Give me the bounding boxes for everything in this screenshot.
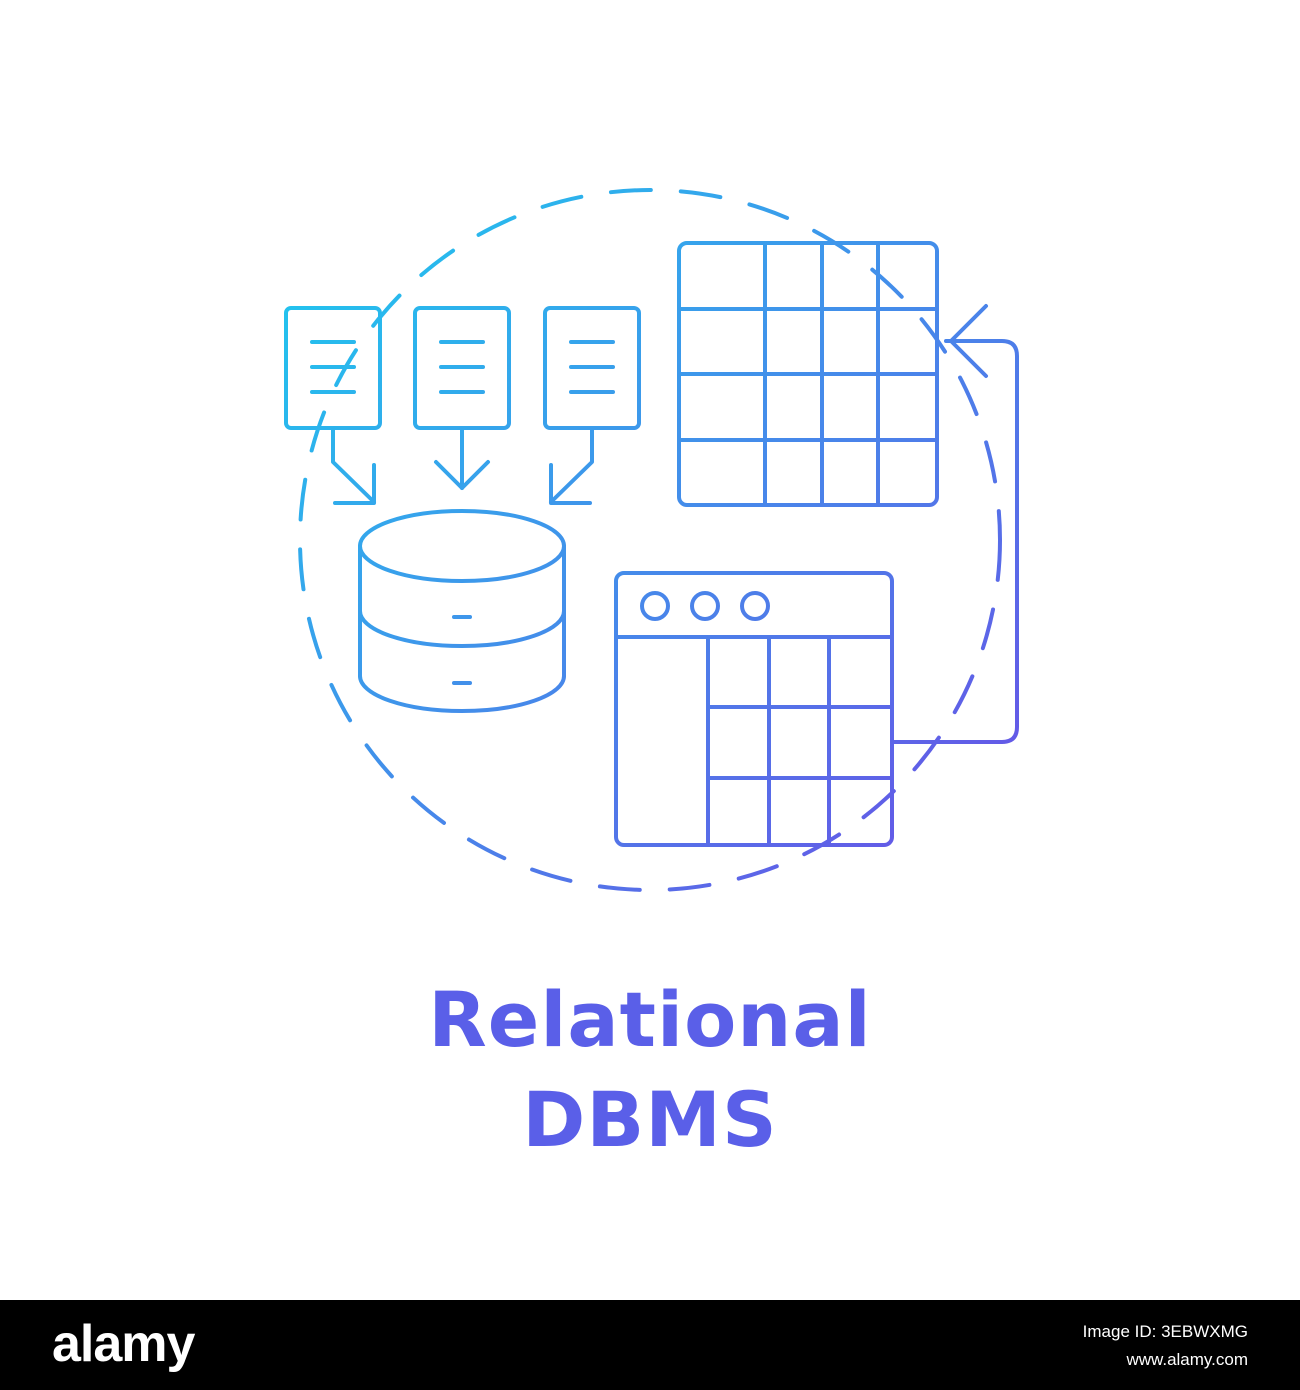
- down-arrow-icon: [549, 426, 594, 505]
- return-arrow-icon: [890, 304, 1019, 744]
- database-cylinder-icon: [358, 509, 566, 713]
- image-id-label: Image ID: 3EBWXMG: [1082, 1322, 1248, 1341]
- down-arrow-icon: [331, 426, 376, 505]
- dashed-circle: [298, 188, 1002, 892]
- footer-meta: Image ID: 3EBWXMG www.alamy.com: [1083, 1318, 1248, 1374]
- footer-logo: alamy: [52, 1315, 195, 1373]
- document-icon: [284, 306, 382, 430]
- grid-table-icon: [677, 241, 939, 507]
- caption-line-1: Relational: [428, 975, 872, 1064]
- caption-title: Relational DBMS: [0, 970, 1300, 1170]
- footer-bar: alamy Image ID: 3EBWXMG www.alamy.com: [0, 1300, 1300, 1390]
- relational-dbms-illustration: [284, 188, 1019, 892]
- browser-window-table-icon: [614, 571, 894, 847]
- site-url: www.alamy.com: [1126, 1350, 1248, 1369]
- document-icon: [543, 306, 641, 430]
- document-icon: [413, 306, 511, 430]
- caption-line-2: DBMS: [522, 1075, 778, 1164]
- down-arrow-icon: [434, 426, 490, 490]
